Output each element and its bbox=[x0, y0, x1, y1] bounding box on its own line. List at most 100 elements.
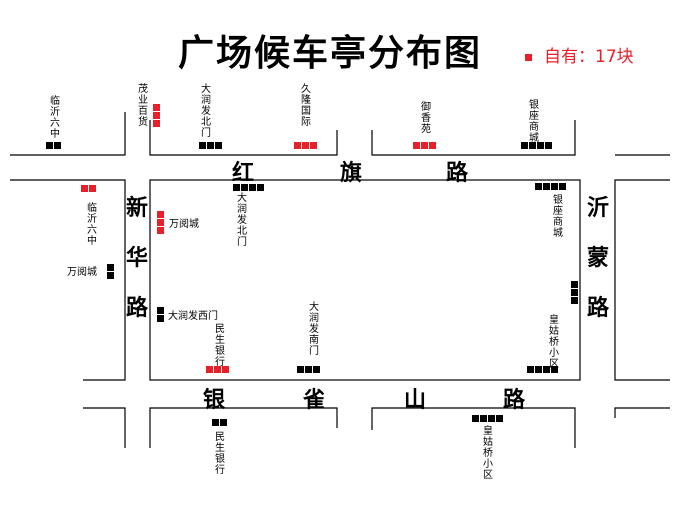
shelter-block-black bbox=[297, 366, 304, 373]
bus-stop-wanyue-out bbox=[107, 264, 114, 279]
shelter-block-red bbox=[310, 142, 317, 149]
label-darun-north-in: 大润发北门 bbox=[237, 193, 247, 248]
label-wanyue-out: 万阅城 bbox=[67, 267, 97, 278]
bus-stop-darun-west bbox=[157, 307, 164, 322]
shelter-block-black bbox=[488, 415, 495, 422]
shelter-block-red bbox=[421, 142, 428, 149]
map-title: 广场候车亭分布图 bbox=[177, 32, 482, 74]
plaza-block bbox=[149, 179, 581, 381]
shelter-block-black bbox=[480, 415, 487, 422]
shelter-block-black bbox=[212, 419, 219, 426]
shelter-block-black bbox=[559, 183, 566, 190]
bus-stop-yimeng-east bbox=[571, 281, 578, 304]
label-huanggu-out: 皇姑桥小区 bbox=[483, 426, 493, 481]
shelter-block-red bbox=[157, 211, 164, 218]
road-char: 旗 bbox=[340, 160, 363, 186]
legend-text: 自有：17块 bbox=[544, 47, 634, 67]
shelter-block-black bbox=[472, 415, 479, 422]
bus-stop-darun-north-in bbox=[233, 184, 264, 191]
shelter-block-red bbox=[157, 227, 164, 234]
shelter-block-black bbox=[535, 366, 542, 373]
bus-stop-wanyue-in bbox=[157, 211, 164, 234]
road-char: 雀 bbox=[303, 387, 326, 413]
label-huanggu-in: 皇姑桥小区 bbox=[549, 315, 559, 370]
road-char: 山 bbox=[404, 387, 427, 413]
bus-stop-minsheng-in bbox=[206, 366, 229, 373]
shelter-block-black bbox=[107, 264, 114, 271]
road-xinhua: 新华路 bbox=[125, 195, 148, 321]
shelter-block-red bbox=[222, 366, 229, 373]
legend-swatch bbox=[525, 53, 532, 61]
road-edge bbox=[614, 179, 670, 381]
shelter-block-red bbox=[302, 142, 309, 149]
shelter-block-black bbox=[313, 366, 320, 373]
shelter-block-black bbox=[249, 184, 256, 191]
road-edge bbox=[371, 407, 576, 448]
shelter-block-black bbox=[527, 366, 534, 373]
shelter-block-black bbox=[551, 183, 558, 190]
road-char: 银 bbox=[203, 387, 226, 413]
label-darun-west: 大润发西门 bbox=[168, 311, 218, 322]
road-edge bbox=[149, 407, 338, 448]
shelter-block-black bbox=[199, 142, 206, 149]
road-edge bbox=[83, 407, 126, 448]
shelter-block-red bbox=[153, 112, 160, 119]
road-yimeng: 沂蒙路 bbox=[586, 195, 609, 321]
shelter-block-black bbox=[220, 419, 227, 426]
road-edge bbox=[10, 179, 126, 381]
road-edge bbox=[371, 120, 576, 156]
label-linyi6-top: 临沂六中 bbox=[50, 96, 60, 140]
bus-stop-jiulong bbox=[294, 142, 317, 149]
shelter-block-red bbox=[294, 142, 301, 149]
shelter-block-black bbox=[521, 142, 528, 149]
road-edge bbox=[149, 120, 338, 156]
shelter-block-black bbox=[545, 142, 552, 149]
shelter-block-red bbox=[81, 185, 88, 192]
shelter-block-red bbox=[153, 120, 160, 127]
shelter-block-black bbox=[157, 307, 164, 314]
bus-stop-yuxiang bbox=[413, 142, 436, 149]
shelter-block-black bbox=[107, 272, 114, 279]
label-darun-north-top: 大润发北门 bbox=[201, 84, 211, 139]
bus-stop-linyi6-mid bbox=[81, 185, 96, 192]
shelter-block-black bbox=[571, 289, 578, 296]
bus-stop-darun-north-top bbox=[199, 142, 222, 149]
shelter-block-red bbox=[157, 219, 164, 226]
bus-stop-huanggu-out bbox=[472, 415, 503, 422]
label-minsheng-in: 民生银行 bbox=[215, 324, 225, 368]
shelter-block-black bbox=[551, 366, 558, 373]
shelter-block-black bbox=[305, 366, 312, 373]
shelter-block-red bbox=[153, 104, 160, 111]
shelter-block-red bbox=[429, 142, 436, 149]
label-yinzuo-in: 银座商城 bbox=[553, 195, 563, 239]
shelter-block-black bbox=[571, 297, 578, 304]
shelter-block-black bbox=[529, 142, 536, 149]
shelter-block-red bbox=[214, 366, 221, 373]
road-edge bbox=[10, 112, 126, 156]
shelter-block-black bbox=[207, 142, 214, 149]
label-jiulong: 久隆国际 bbox=[301, 84, 311, 128]
bus-stop-yinzuo-top bbox=[521, 142, 552, 149]
shelter-block-black bbox=[241, 184, 248, 191]
bus-stop-minsheng-out bbox=[212, 419, 227, 426]
legend: 自有：17块 bbox=[525, 42, 634, 67]
bus-stop-yinzuo-in bbox=[535, 183, 566, 190]
shelter-block-black bbox=[535, 183, 542, 190]
shelter-block-black bbox=[46, 142, 53, 149]
shelter-block-black bbox=[233, 184, 240, 191]
shelter-block-black bbox=[54, 142, 61, 149]
bus-stop-linyi6-top bbox=[46, 142, 61, 149]
label-linyi6-mid: 临沂六中 bbox=[87, 203, 97, 247]
bus-stop-huanggu-in bbox=[527, 366, 558, 373]
shelter-block-black bbox=[543, 183, 550, 190]
bus-stop-darun-south bbox=[297, 366, 320, 373]
shelter-block-black bbox=[157, 315, 164, 322]
shelter-block-black bbox=[257, 184, 264, 191]
label-yuxiang: 御香苑 bbox=[421, 102, 431, 135]
shelter-block-black bbox=[543, 366, 550, 373]
shelter-block-black bbox=[537, 142, 544, 149]
shelter-block-black bbox=[496, 415, 503, 422]
label-maoye: 茂业百货 bbox=[138, 84, 148, 128]
shelter-block-red bbox=[89, 185, 96, 192]
road-edge bbox=[614, 407, 670, 418]
